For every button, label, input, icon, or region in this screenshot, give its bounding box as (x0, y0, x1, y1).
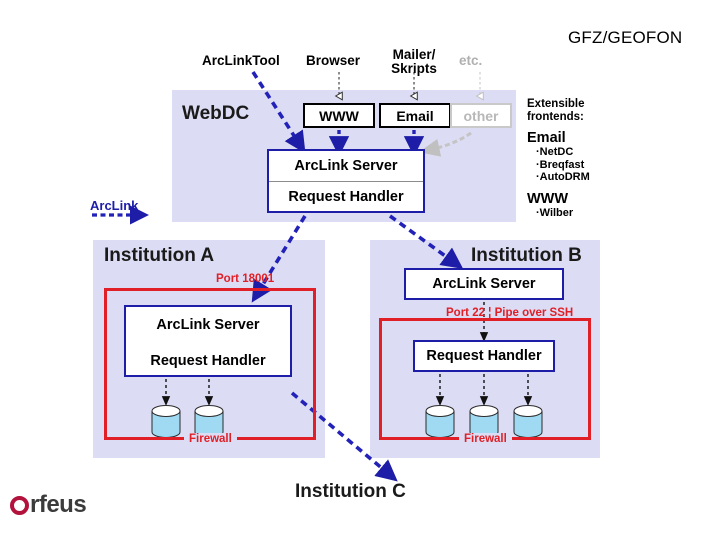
label-etc: etc. (459, 53, 483, 68)
institution-a-firewall-label: Firewall (184, 433, 237, 445)
institution-a-arclink-server-label: ArcLink Server (156, 317, 260, 333)
frontend-box-www[interactable]: WWW (303, 103, 375, 128)
side-item-breqfast: ·Breqfast (536, 158, 585, 171)
side-group-www-title: WWW (527, 190, 569, 207)
orfeus-logo-text: rfeus (30, 491, 87, 518)
webdc-title: WebDC (182, 103, 250, 124)
side-group-email-title: Email (527, 130, 566, 146)
institution-b-request-handler-label: Request Handler (426, 348, 542, 364)
webdc-arclink-server-box: ArcLink Server Request Handler (267, 149, 425, 213)
frontend-box-email[interactable]: Email (379, 103, 451, 128)
orfeus-logo: rfeus (10, 491, 87, 519)
frontend-box-other[interactable]: other (450, 103, 512, 128)
institution-a-title: Institution A (104, 245, 215, 266)
box-divider (269, 181, 423, 182)
label-arclinktool: ArcLinkTool (202, 53, 280, 68)
webdc-arclink-server-label: ArcLink Server (294, 158, 398, 174)
institution-b-request-handler-box: Request Handler (413, 340, 555, 372)
extensible-frontends-panel: Extensible frontends: Email ·NetDC ·Breq… (527, 98, 707, 219)
institution-b-firewall (379, 318, 591, 440)
webdc-request-handler-label: Request Handler (288, 189, 404, 205)
institution-a-server-box: ArcLink Server Request Handler (124, 305, 292, 377)
institution-c-title: Institution C (295, 481, 406, 502)
institution-b-port-label: Port 22 ¦ Pipe over SSH (446, 307, 574, 319)
side-heading-line1: Extensible (527, 98, 585, 110)
institution-b-arclink-server-label: ArcLink Server (432, 276, 536, 292)
label-mailer-skripts: Mailer/ Skripts (391, 47, 437, 76)
institution-a-port-label: Port 18001 (216, 273, 275, 285)
arclink-legend: ArcLink (90, 198, 138, 213)
institution-b-arclink-server-box: ArcLink Server (404, 268, 564, 300)
arclink-legend-label: ArcLink (90, 198, 139, 213)
institution-a-request-handler-label: Request Handler (150, 353, 266, 369)
label-browser: Browser (306, 53, 361, 68)
side-heading-line2: frontends: (527, 110, 584, 123)
institution-b-title: Institution B (471, 245, 582, 266)
page-title: GFZ/GEOFON (568, 28, 683, 47)
side-item-wilber: ·Wilber (536, 206, 574, 219)
side-item-autodrm: ·AutoDRM (536, 171, 590, 183)
side-item-netdc: ·NetDC (536, 146, 574, 158)
orfeus-ring-icon (10, 495, 29, 515)
institution-b-firewall-label: Firewall (459, 433, 512, 445)
